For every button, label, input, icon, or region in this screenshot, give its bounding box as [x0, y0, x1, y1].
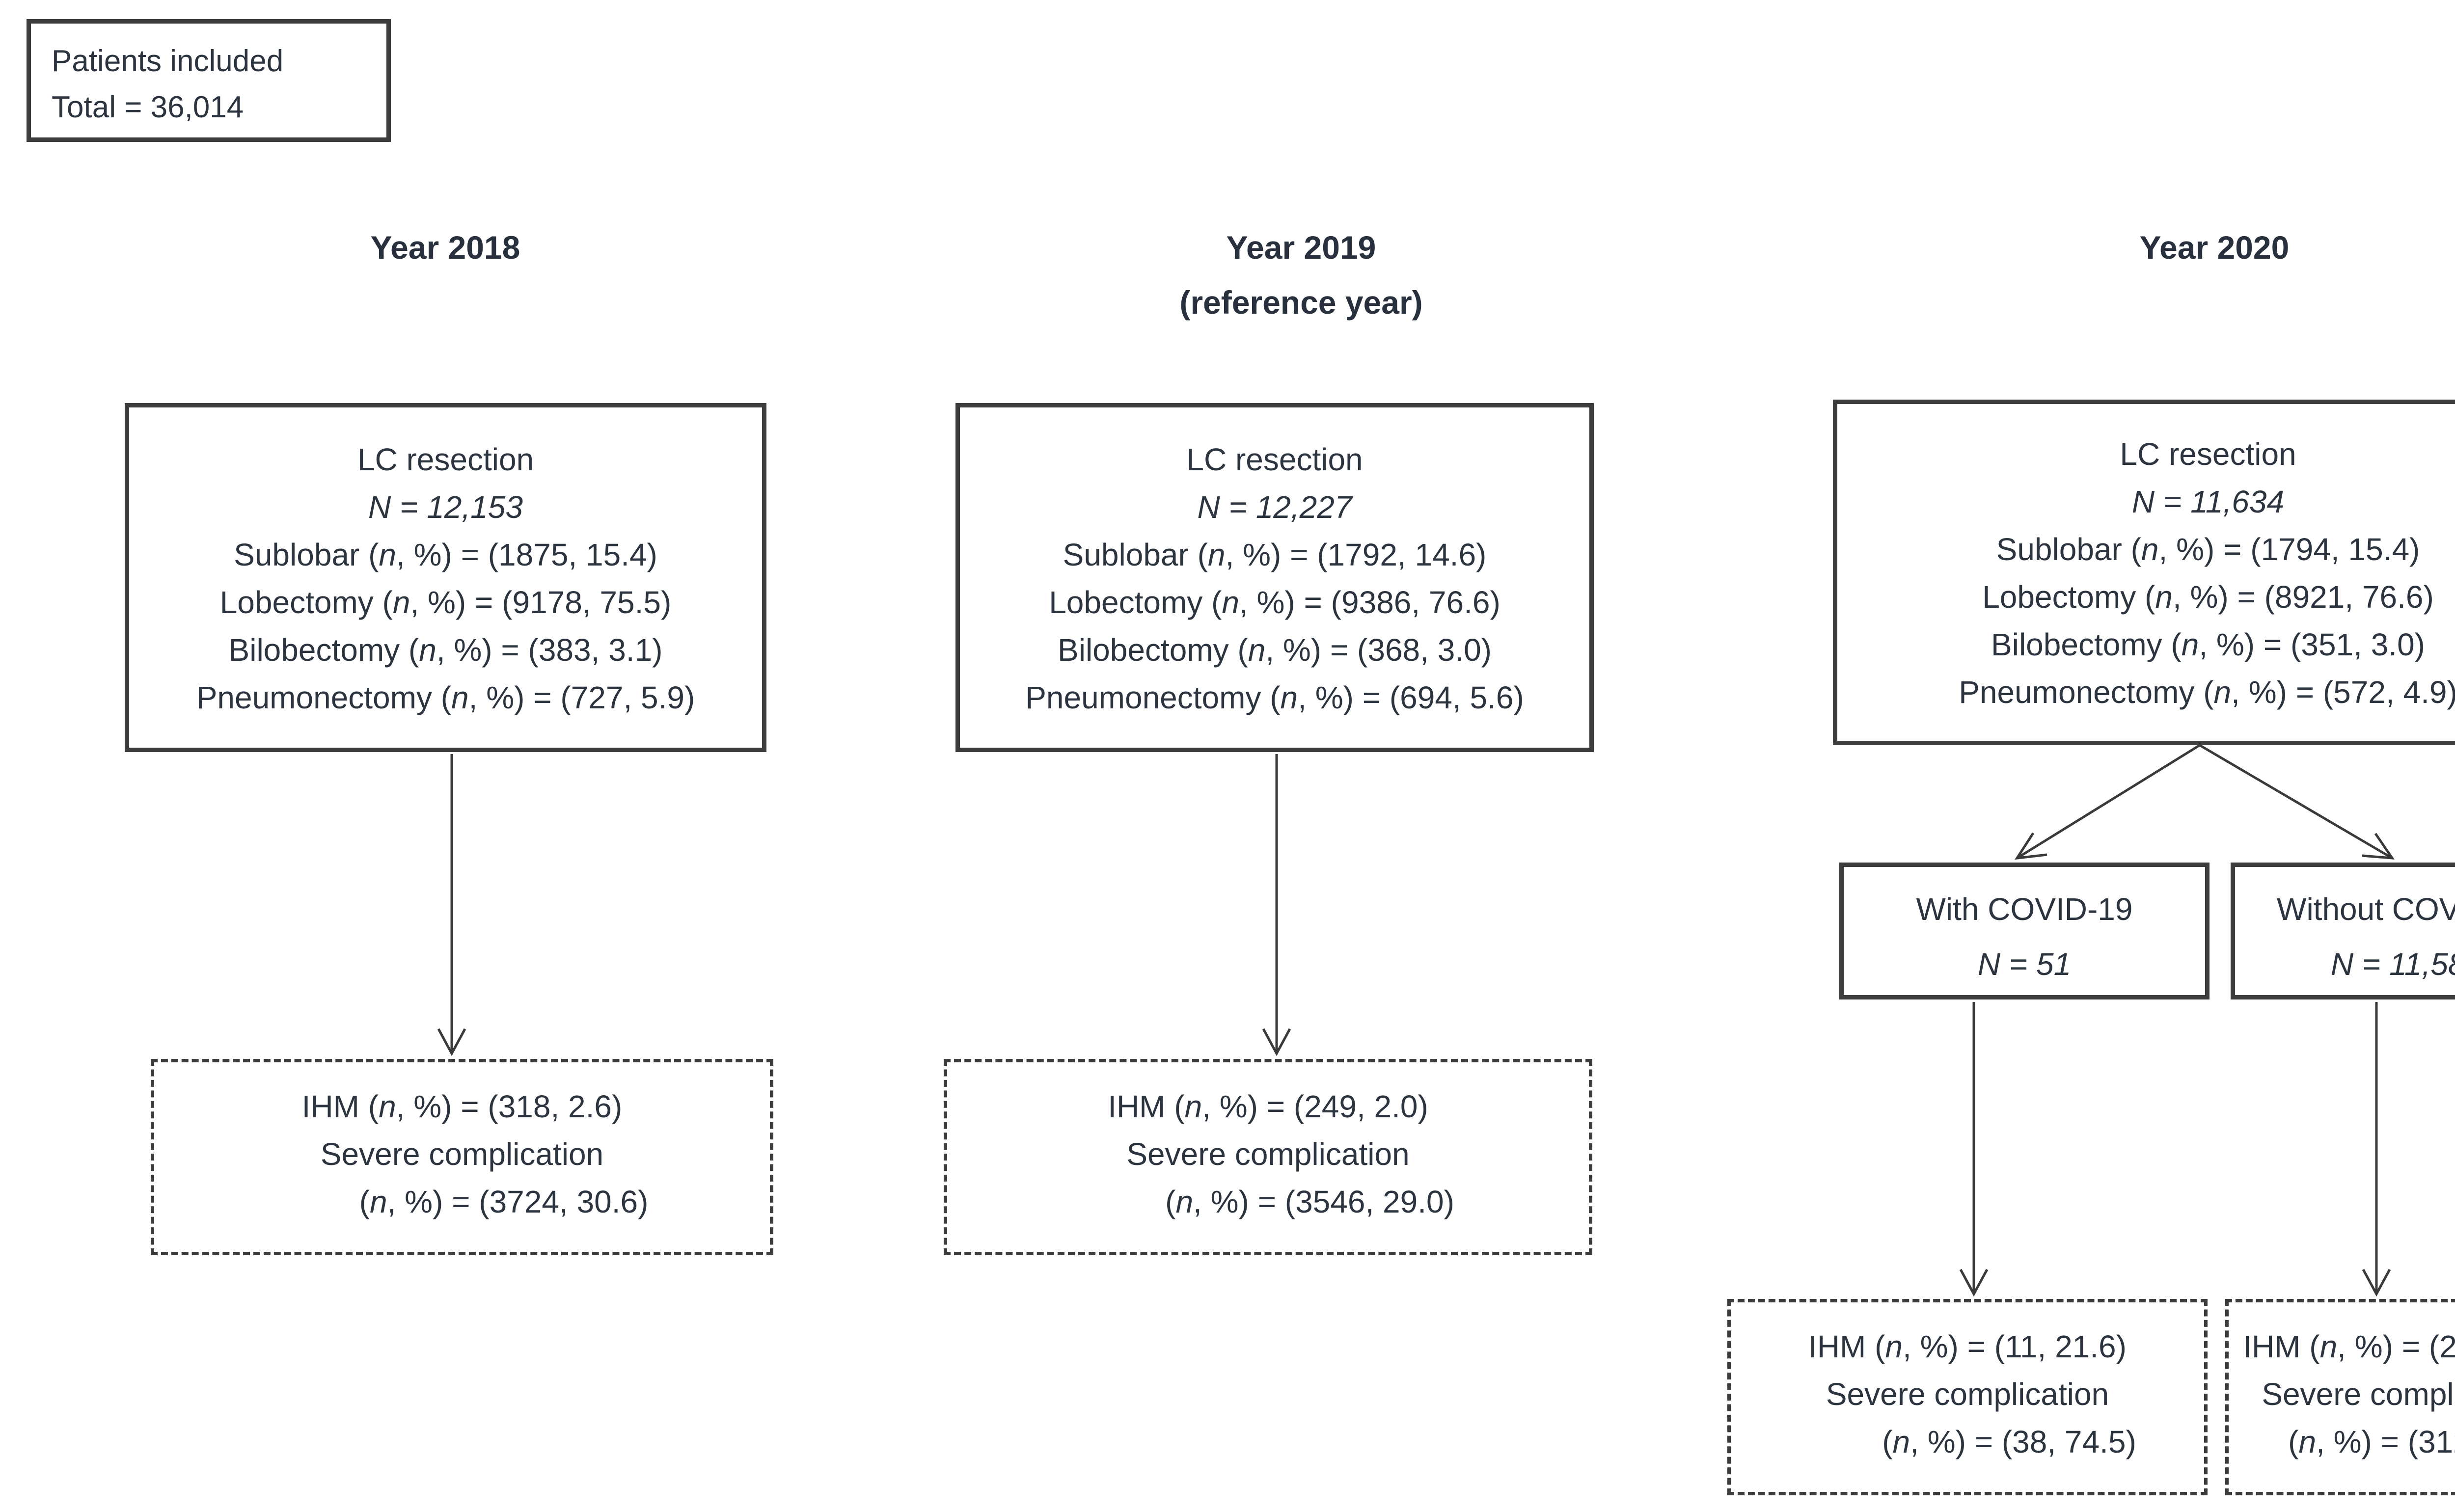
lc-bilobectomy: Bilobectomy (n, %) = (351, 3.0)	[1991, 627, 2425, 662]
arrow-2019-to-outcome	[1262, 754, 1291, 1056]
with-covid-label: With COVID-19	[1916, 891, 2133, 927]
patients-total-value: Total = 36,014	[52, 90, 244, 124]
lc-pneumonectomy: Pneumonectomy (n, %) = (727, 5.9)	[196, 680, 695, 715]
year-2019-header: Year 2019 (reference year)	[1031, 220, 1571, 330]
lc-n-total: N = 11,634	[2131, 484, 2285, 519]
ihm-line: IHM (n, %) = (11, 21.6)	[1808, 1329, 2127, 1364]
lc-title: LC resection	[2120, 436, 2296, 472]
lc-title: LC resection	[1186, 442, 1363, 477]
lc-n-total: N = 12,227	[1197, 489, 1352, 525]
arrow-with-covid-to-outcome	[1959, 1002, 1989, 1297]
outcome-box-2019: IHM (n, %) = (249, 2.0) Severe complicat…	[944, 1059, 1592, 1255]
lc-pneumonectomy: Pneumonectomy (n, %) = (572, 4.9)	[1959, 675, 2455, 710]
lc-resection-box-2020: LC resection N = 11,634 Sublobar (n, %) …	[1833, 400, 2455, 745]
outcome-box-2020-without-covid: IHM (n, %) = (228, 2.0) Severe complicat…	[2225, 1299, 2455, 1495]
severe-complication-values: (n, %) = (3546, 29.0)	[1165, 1184, 1454, 1219]
lc-sublobar: Sublobar (n, %) = (1792, 14.6)	[1063, 537, 1487, 572]
with-covid-n: N = 51	[1977, 946, 2072, 982]
lc-lobectomy: Lobectomy (n, %) = (9386, 76.6)	[1049, 585, 1500, 620]
severe-complication-label: Severe complication	[2262, 1377, 2455, 1412]
lc-pneumonectomy: Pneumonectomy (n, %) = (694, 5.6)	[1025, 680, 1524, 715]
lc-lobectomy: Lobectomy (n, %) = (9178, 75.5)	[219, 585, 672, 620]
severe-complication-label: Severe complication	[1826, 1377, 2109, 1412]
patients-included-box: Patients included Total = 36,014	[27, 19, 391, 142]
lc-resection-box-2018: LC resection N = 12,153 Sublobar (n, %) …	[125, 403, 766, 752]
outcome-box-2020-with-covid: IHM (n, %) = (11, 21.6) Severe complicat…	[1727, 1299, 2208, 1495]
outcome-box-2018: IHM (n, %) = (318, 2.6) Severe complicat…	[151, 1059, 773, 1255]
arrow-2018-to-outcome	[437, 754, 466, 1056]
with-covid-box: With COVID-19 N = 51	[1839, 863, 2210, 999]
patients-included-label: Patients included	[52, 44, 284, 78]
severe-complication-label: Severe complication	[320, 1136, 604, 1172]
severe-complication-values: (n, %) = (38, 74.5)	[1882, 1424, 2136, 1459]
year-2020-header: Year 2020	[2139, 229, 2290, 266]
lc-bilobectomy: Bilobectomy (n, %) = (383, 3.1)	[228, 632, 663, 668]
lc-sublobar: Sublobar (n, %) = (1794, 15.4)	[1996, 532, 2420, 567]
year-2019-header-line2: (reference year)	[1179, 284, 1423, 321]
arrow-2020-to-with-covid	[2015, 744, 2201, 860]
year-2018-header: Year 2018	[370, 229, 520, 266]
lc-lobectomy: Lobectomy (n, %) = (8921, 76.6)	[1982, 579, 2434, 615]
without-covid-box: Without COVID-19 N = 11,583	[2231, 863, 2455, 999]
ihm-line: IHM (n, %) = (228, 2.0)	[2243, 1329, 2455, 1364]
severe-complication-label: Severe complication	[1126, 1136, 1410, 1172]
arrow-without-covid-to-outcome	[2362, 1002, 2391, 1297]
year-2019-header-line1: Year 2019	[1226, 229, 1376, 266]
lc-sublobar: Sublobar (n, %) = (1875, 15.4)	[234, 537, 657, 572]
lc-resection-box-2019: LC resection N = 12,227 Sublobar (n, %) …	[955, 403, 1594, 752]
without-covid-n: N = 11,583	[2330, 946, 2455, 982]
ihm-line: IHM (n, %) = (249, 2.0)	[1108, 1089, 1428, 1124]
lc-title: LC resection	[357, 442, 534, 477]
severe-complication-values: (n, %) = (3724, 30.6)	[359, 1184, 649, 1219]
severe-complication-values: (n, %) = (3126, 27.0)	[2288, 1424, 2455, 1459]
lc-bilobectomy: Bilobectomy (n, %) = (368, 3.0)	[1058, 632, 1492, 668]
ihm-line: IHM (n, %) = (318, 2.6)	[301, 1089, 623, 1124]
lc-n-total: N = 12,153	[368, 489, 523, 525]
without-covid-label: Without COVID-19	[2277, 891, 2455, 927]
arrow-2020-to-without-covid	[2199, 744, 2395, 860]
